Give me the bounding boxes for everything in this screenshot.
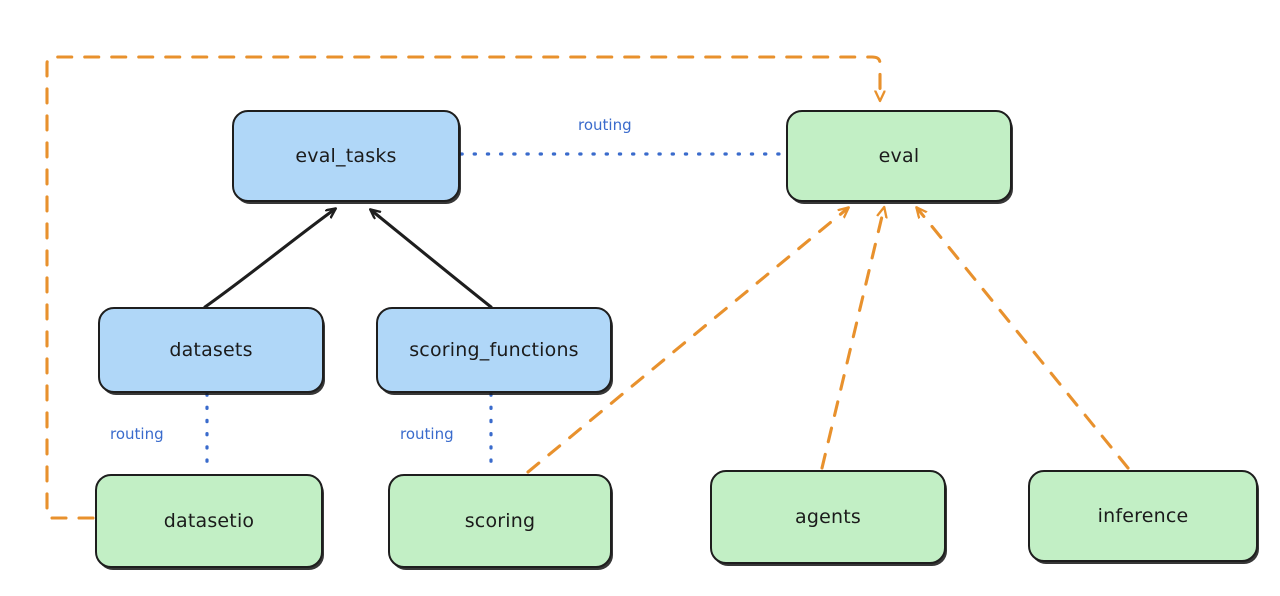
edge-inference-to-eval [917, 208, 1130, 470]
node-inference[interactable]: inference [1028, 470, 1258, 562]
node-agents[interactable]: agents [710, 470, 946, 564]
edge-label-routing-eval-tasks-eval: routing [578, 116, 632, 134]
node-datasetio[interactable]: datasetio [95, 474, 323, 568]
edge-agents-to-eval [820, 208, 884, 470]
node-scoring-functions[interactable]: scoring_functions [376, 307, 612, 393]
edge-label-routing-scoring-functions-scoring: routing [400, 425, 454, 443]
node-eval[interactable]: eval [786, 110, 1012, 202]
node-datasets[interactable]: datasets [98, 307, 324, 393]
edge-datasets-to-eval_tasks [203, 209, 335, 309]
edge-scoring_functions-to-eval_tasks [371, 210, 493, 309]
edge-label-routing-datasets-datasetio: routing [110, 425, 164, 443]
edge-datasetio-to-eval [45, 55, 880, 520]
node-scoring[interactable]: scoring [388, 474, 612, 568]
node-eval-tasks[interactable]: eval_tasks [232, 110, 460, 202]
